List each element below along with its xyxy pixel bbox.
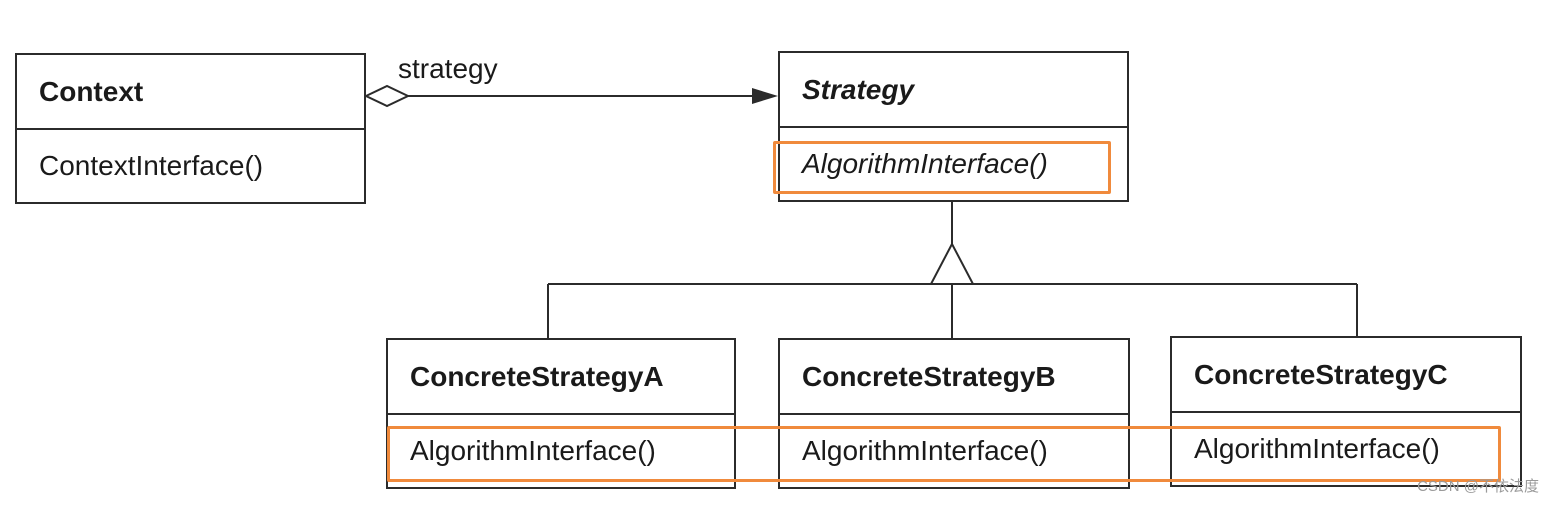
association-label: strategy [398,53,498,84]
class-concrete-strategy-b-name: ConcreteStrategyB [780,340,1128,415]
watermark: CSDN @不依法度 [1417,478,1539,495]
class-concrete-strategy-a-operation: AlgorithmInterface() [410,434,656,466]
highlight-concrete-operations [387,426,1501,482]
class-strategy-name: Strategy [780,53,1127,128]
class-concrete-strategy-b: ConcreteStrategyB AlgorithmInterface() [778,338,1130,489]
aggregation-diamond [363,84,411,108]
highlight-strategy-operation [773,141,1111,194]
class-concrete-strategy-c-name: ConcreteStrategyC [1172,338,1520,413]
generalization-triangle [929,241,975,285]
class-context: Context ContextInterface() [15,53,366,204]
class-concrete-strategy-c: ConcreteStrategyC AlgorithmInterface() [1170,336,1522,487]
class-strategy-operation: AlgorithmInterface() [802,147,1048,179]
class-strategy: Strategy AlgorithmInterface() [778,51,1129,202]
association-arrowhead [752,88,778,104]
class-context-name: Context [17,55,364,130]
class-concrete-strategy-a-name: ConcreteStrategyA [388,340,734,415]
class-concrete-strategy-c-operation: AlgorithmInterface() [1194,432,1440,464]
class-context-operation: ContextInterface() [39,149,264,181]
class-concrete-strategy-b-operation: AlgorithmInterface() [802,434,1048,466]
class-concrete-strategy-a: ConcreteStrategyA AlgorithmInterface() [386,338,736,489]
